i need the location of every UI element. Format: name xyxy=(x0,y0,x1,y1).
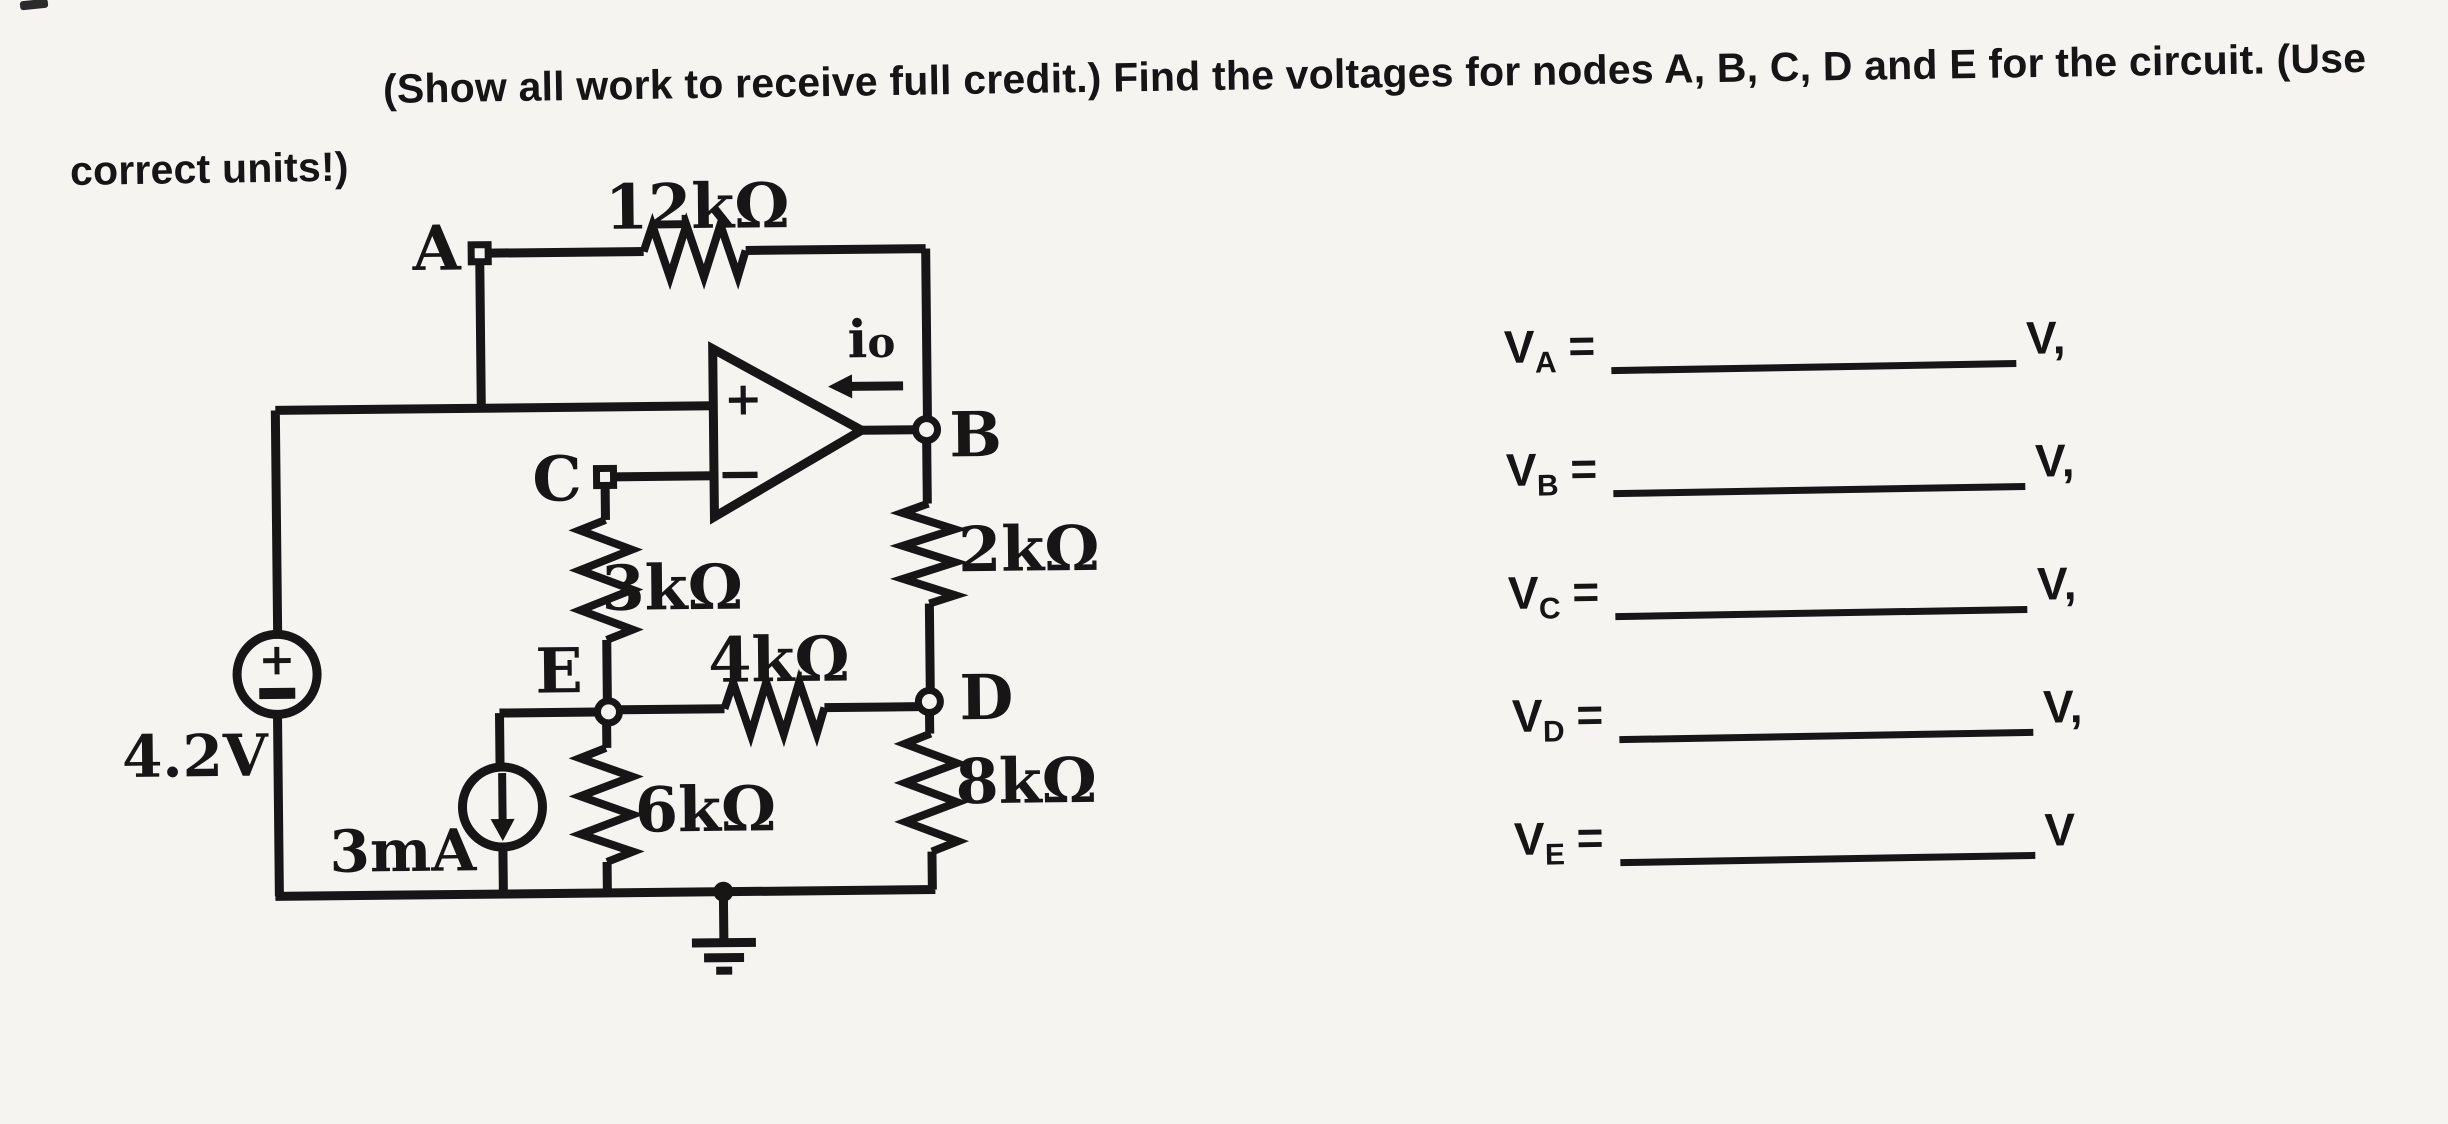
answer-blank-ve xyxy=(1619,851,2035,867)
equals-sign: = xyxy=(1567,319,1596,372)
resistor-6k xyxy=(568,744,645,866)
current-source-label: 3mA xyxy=(329,816,477,886)
voltage-source-plus: + xyxy=(258,634,295,685)
answer-unit-va: V, xyxy=(2025,311,2066,364)
equals-sign: = xyxy=(1576,811,1604,864)
answer-unit-vb: V, xyxy=(2034,434,2075,487)
answer-blank-vb xyxy=(1613,482,2026,498)
opamp-minus-label: − xyxy=(716,440,764,506)
equals-sign: = xyxy=(1575,688,1604,741)
wires xyxy=(270,244,937,901)
node-e-port xyxy=(593,697,623,727)
voltage-source: + 4.2V xyxy=(122,629,322,791)
answer-blank-va xyxy=(1611,360,2017,375)
answer-label-va: VA xyxy=(1503,320,1557,380)
answer-row-va: VA = V, xyxy=(1503,310,2065,381)
resistor-3k xyxy=(568,516,644,644)
node-c-label: C xyxy=(532,442,582,516)
resistor-3k-label: 3kΩ xyxy=(601,551,743,625)
answer-label-vd: VD xyxy=(1511,689,1565,749)
io-current: io xyxy=(828,309,904,399)
node-b-port xyxy=(912,415,942,445)
current-source-arrow xyxy=(490,772,515,842)
answer-row-ve: VE = V xyxy=(1513,802,2075,873)
resistor-8k-label: 8kΩ xyxy=(955,744,1097,818)
answer-unit-vc: V, xyxy=(2036,557,2077,610)
resistor-12k xyxy=(639,211,750,291)
equals-sign: = xyxy=(1571,565,1600,618)
node-e-label: E xyxy=(535,634,583,707)
answer-row-vb: VB = V, xyxy=(1505,433,2074,504)
resistor-12k-label: 12kΩ xyxy=(605,169,790,244)
opamp-plus-label: + xyxy=(724,371,763,425)
resistor-4k-label: 4kΩ xyxy=(708,622,850,696)
current-source: 3mA xyxy=(329,762,547,886)
answer-label-vc: VC xyxy=(1507,566,1561,626)
node-b-label: B xyxy=(949,398,1002,472)
resistor-2k xyxy=(889,499,969,608)
node-d-label: D xyxy=(959,661,1014,735)
ground-symbol xyxy=(691,881,756,975)
answer-label-ve: VE xyxy=(1513,812,1566,872)
answer-row-vd: VD = V, xyxy=(1511,679,2082,750)
resistor-6k-label: 6kΩ xyxy=(634,772,776,846)
resistor-2k-label: 2kΩ xyxy=(958,512,1100,586)
opamp: + − xyxy=(708,341,871,525)
answer-blank-vd xyxy=(1619,728,2034,744)
io-label: io xyxy=(847,309,895,370)
voltage-source-label: 4.2V xyxy=(122,721,270,791)
node-c-port xyxy=(592,464,618,490)
node-a-label: A xyxy=(411,211,462,285)
resistor-4k xyxy=(720,668,829,748)
node-d-port xyxy=(914,687,944,717)
answer-row-vc: VC = V, xyxy=(1507,556,2076,627)
answer-unit-ve: V xyxy=(2043,803,2076,856)
io-arrow xyxy=(828,374,904,399)
node-a-port xyxy=(467,241,492,266)
equals-sign: = xyxy=(1569,442,1598,495)
resistor-8k xyxy=(893,729,970,856)
answer-blank-vc xyxy=(1615,605,2028,621)
answer-label-vb: VB xyxy=(1505,443,1559,503)
answer-unit-vd: V, xyxy=(2042,680,2083,733)
